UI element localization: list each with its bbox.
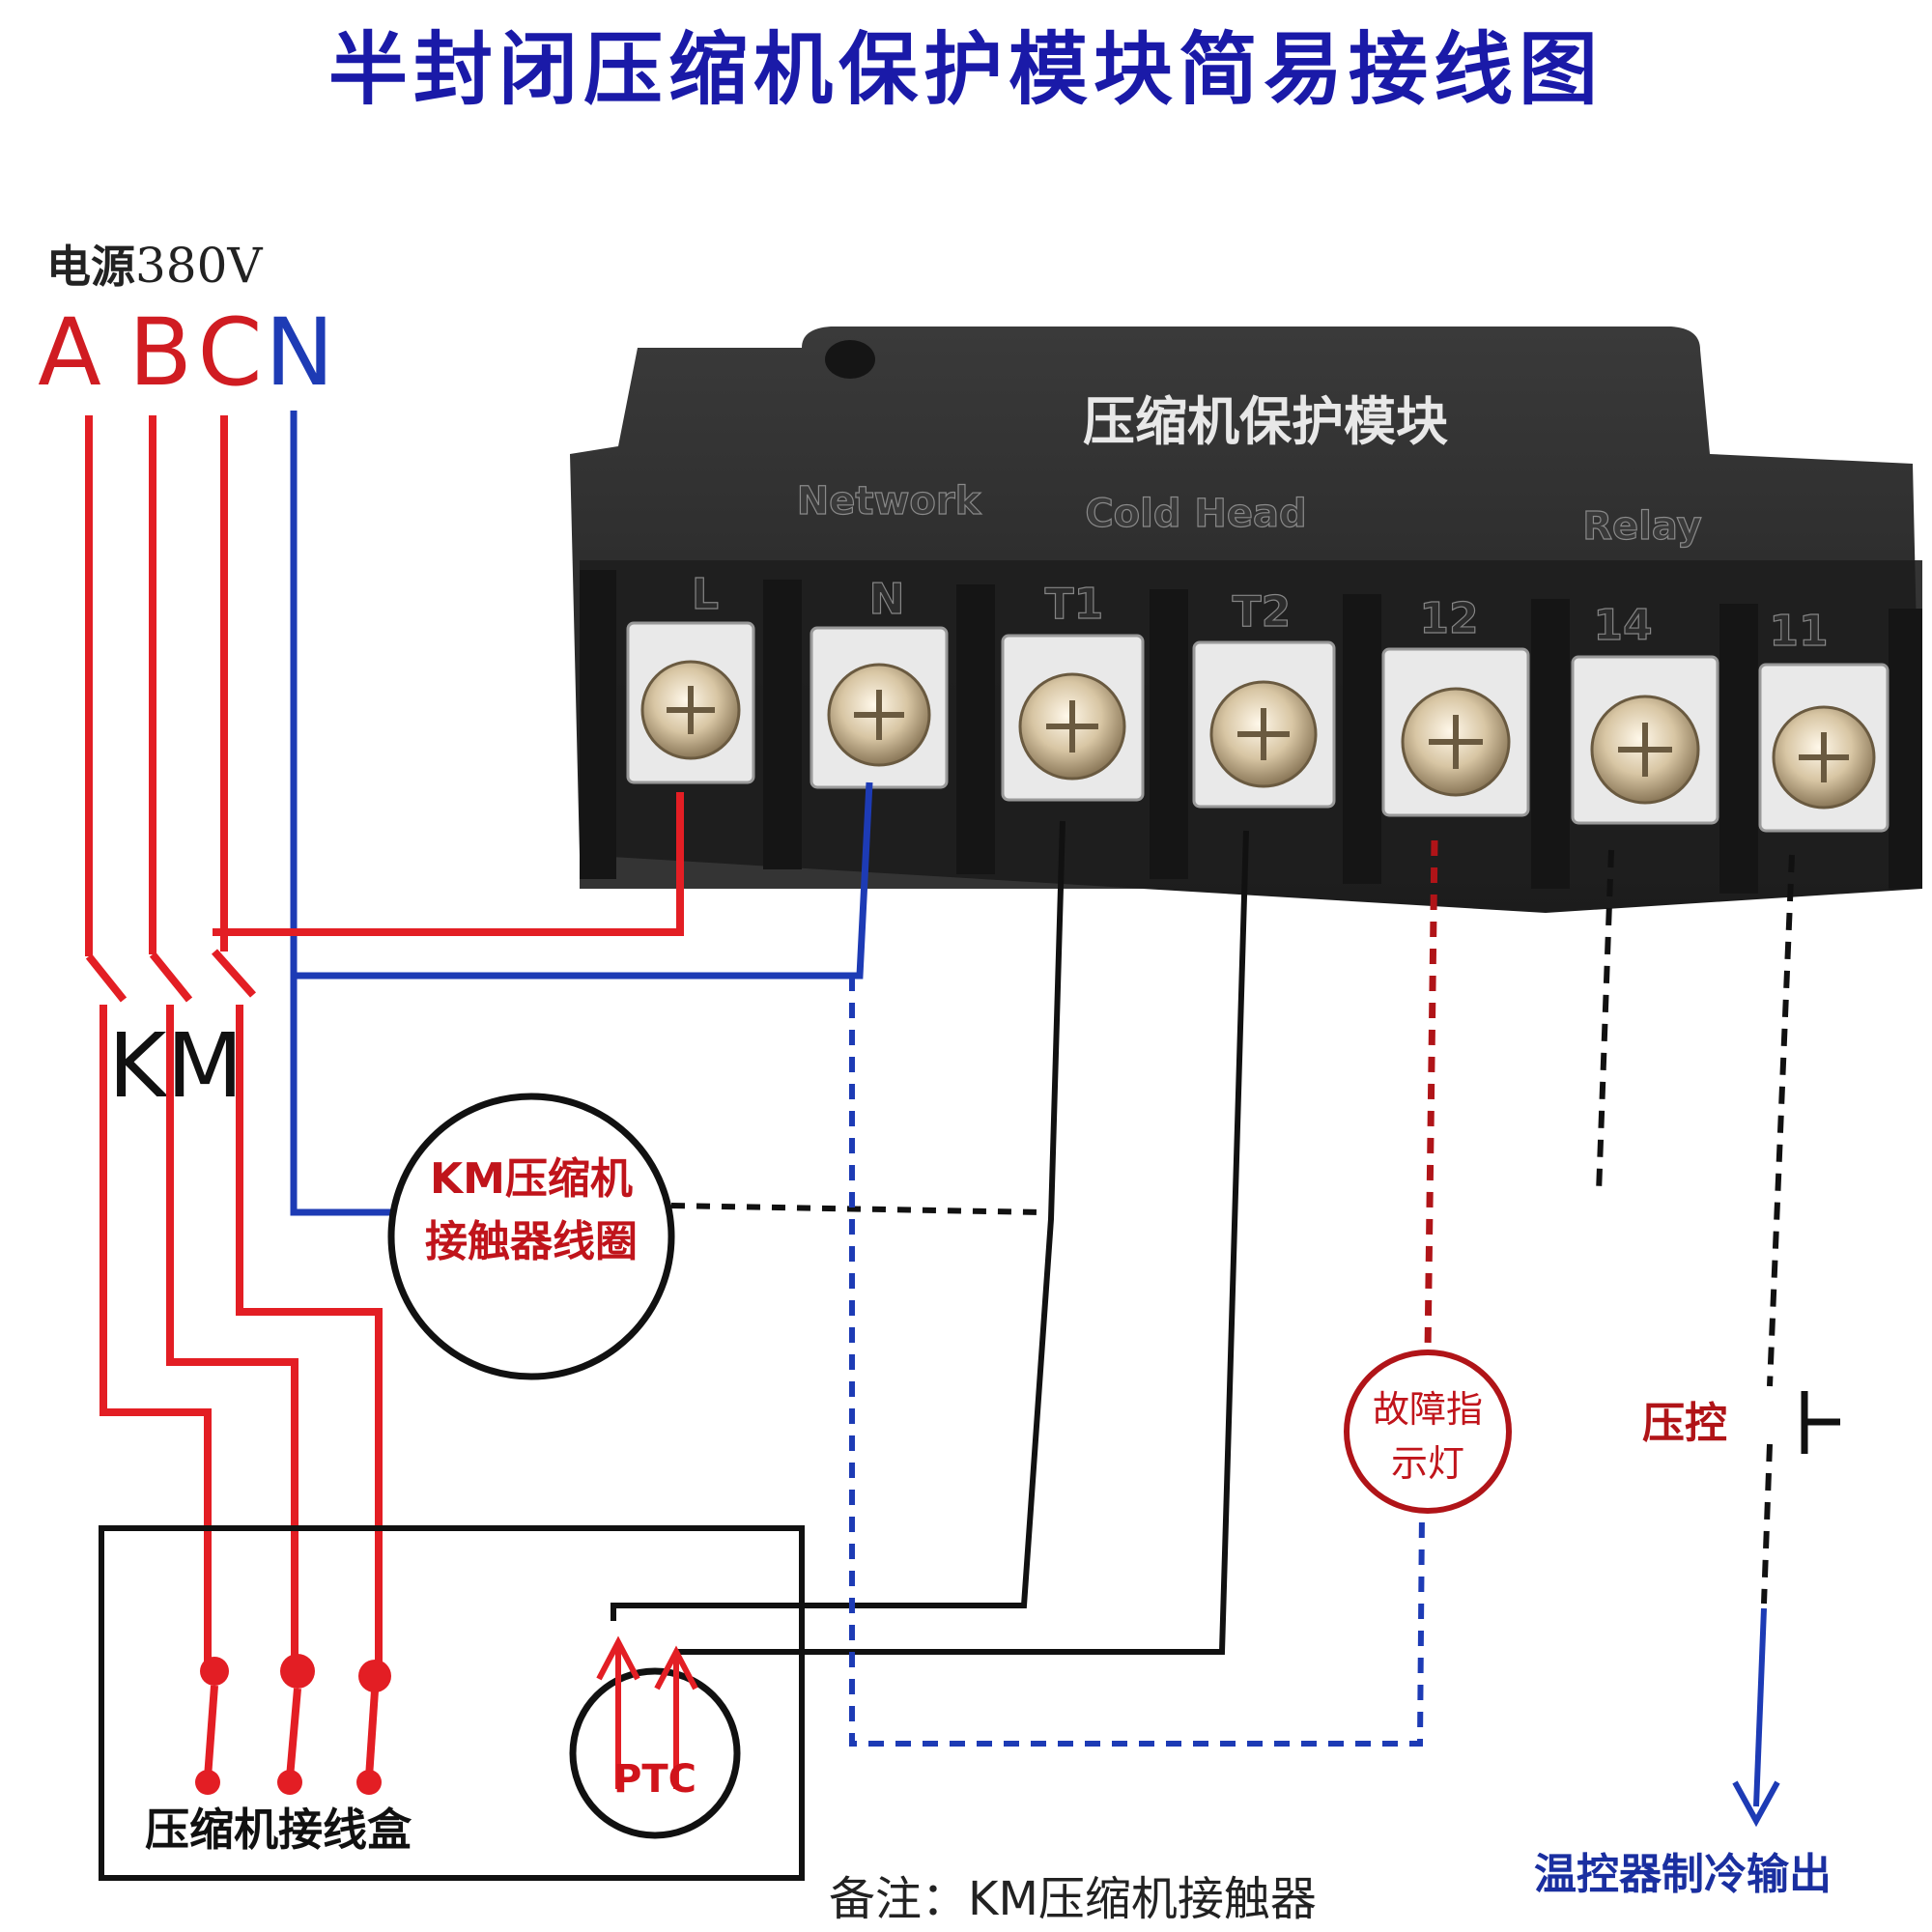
output-arrow-line — [1753, 1607, 1767, 1807]
junction-box: 压缩机接线盒 PTC — [99, 1525, 805, 1881]
ptc-label: PTC — [613, 1757, 696, 1802]
terminal-11-screw — [1758, 663, 1889, 833]
lamp-label-line2: 示灯 — [1391, 1442, 1464, 1485]
motor-terminals — [195, 1654, 391, 1795]
phase-a-label: A — [38, 298, 101, 407]
output-wire — [1761, 1443, 1773, 1605]
terminal-12-screw — [1381, 647, 1530, 817]
terminal-t1-label: T1 — [1045, 580, 1104, 629]
motor-wires — [99, 1005, 383, 1681]
terminal-14-screw — [1571, 655, 1719, 825]
terminal-t1-screw — [1001, 634, 1145, 802]
group-coldhead-label: Cold Head — [1085, 492, 1306, 536]
terminal-12-label: 12 — [1419, 594, 1478, 643]
group-relay-label: Relay — [1582, 504, 1701, 549]
group-network-label: Network — [797, 479, 982, 524]
coil-label-line2: 接触器线圈 — [425, 1217, 638, 1266]
output-arrow-icon — [1732, 1780, 1780, 1828]
pressure-switch: 压控 — [1642, 1391, 1840, 1454]
terminal-t2-label: T2 — [1233, 587, 1292, 637]
page-title: 半封闭压缩机保护模块简易接线图 — [328, 24, 1604, 116]
phase-b-label: B — [128, 298, 192, 407]
terminal-11-wire — [1767, 854, 1795, 1387]
coil-label-line1: KM压缩机 — [430, 1154, 633, 1204]
fault-lamp: 故障指 示灯 — [1344, 1350, 1512, 1514]
phase-n-label: N — [265, 298, 334, 407]
km-label: KM — [108, 1014, 243, 1118]
terminal-12-lamp-wire — [1424, 839, 1438, 1353]
terminal-t2-screw — [1192, 640, 1336, 809]
note-text: 备注：KM压缩机接触器 — [829, 1872, 1317, 1926]
km-coil: KM压缩机 接触器线圈 — [387, 1093, 675, 1380]
terminal-l-screw — [626, 621, 755, 784]
power-label: 电源380V — [46, 238, 263, 294]
coil-to-t1-wire — [670, 1203, 1042, 1215]
terminal-n-label: N — [869, 575, 905, 624]
pressure-switch-label: 压控 — [1642, 1399, 1727, 1448]
ptc-sensor: PTC — [569, 1635, 741, 1839]
km-contactor: KM — [85, 949, 256, 1118]
neutral-lamp-wire — [849, 976, 1425, 1747]
lamp-label-line1: 故障指 — [1373, 1388, 1483, 1431]
terminal-14-label: 14 — [1593, 601, 1652, 650]
protection-module: 压缩机保护模块 Network Cold Head Relay L N T1 T… — [570, 327, 1922, 913]
t1-wire — [611, 820, 1065, 1621]
thermostat-output-label: 温控器制冷输出 — [1534, 1850, 1832, 1899]
phase-c-label: C — [197, 298, 262, 407]
terminal-n-screw — [810, 626, 949, 789]
power-wires — [85, 411, 873, 1216]
junction-box-label: 压缩机接线盒 — [145, 1804, 412, 1856]
terminal-11-label: 11 — [1769, 607, 1828, 656]
t2-wire — [676, 830, 1249, 1655]
terminal-l-label: L — [692, 570, 719, 619]
module-name: 压缩机保护模块 — [1083, 391, 1448, 452]
